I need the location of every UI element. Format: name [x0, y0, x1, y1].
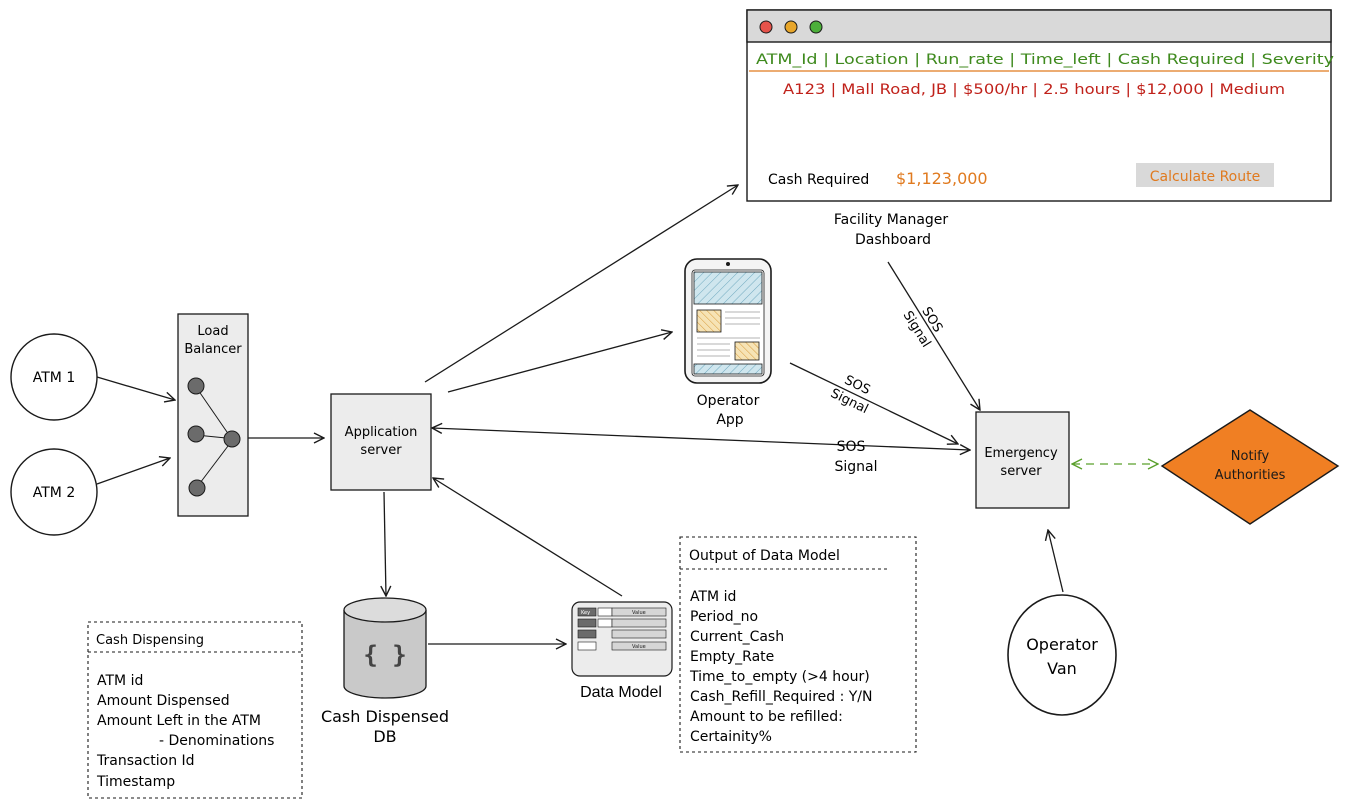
application-server-node: Application server	[330, 393, 432, 491]
data-model-node: Key Value Value Data Model	[571, 601, 673, 701]
cash-dispensing-field: - Denominations	[159, 733, 274, 749]
sos-label-dashboard: SOS Signal	[900, 305, 946, 351]
notify-authorities-node: Notify Authorities	[1160, 409, 1340, 525]
load-balancer-label-line1: Load	[197, 324, 228, 339]
calculate-route-button[interactable]: Calculate Route	[1136, 163, 1274, 187]
arrow-app-to-operator-app	[447, 332, 672, 393]
connectors	[96, 185, 1158, 644]
data-model-output-schema: Output of Data Model ATM id Period_no Cu…	[679, 536, 917, 753]
data-model-output-field: Cash_Refill_Required : Y/N	[690, 689, 873, 705]
data-model-output-title: Output of Data Model	[689, 548, 840, 564]
kv-key-label: Key	[581, 610, 590, 616]
cash-dispensing-field: Timestamp	[96, 774, 175, 790]
db-braces-glyph: { }	[363, 641, 406, 669]
arrow-app-to-dashboard	[424, 185, 738, 383]
data-model-output-field: Current_Cash	[690, 629, 784, 645]
cash-dispensing-field: Amount Left in the ATM	[97, 713, 261, 729]
atm-1-label: ATM 1	[33, 370, 75, 386]
operator-app-node: Operator App	[684, 258, 772, 428]
emergency-server-line1: Emergency	[984, 446, 1058, 461]
arrow-atm1-to-lb	[96, 376, 175, 400]
data-model-label: Data Model	[580, 684, 662, 701]
emergency-server-node: Emergency server	[975, 411, 1070, 509]
sos-label-app-server: SOS Signal	[834, 439, 877, 475]
cash-required-value: $1,123,000	[896, 169, 988, 188]
database-icon	[343, 610, 427, 699]
notify-line2: Authorities	[1215, 468, 1286, 483]
operator-van-line1: Operator	[1026, 635, 1098, 654]
atm-2-node: ATM 2	[10, 448, 98, 536]
cash-dispensing-field: ATM id	[97, 673, 143, 689]
operator-app-line2: App	[716, 412, 743, 428]
data-model-output-field: Certainity%	[690, 729, 772, 745]
db-label-line1: Cash Dispensed	[321, 707, 449, 726]
operator-van-line2: Van	[1047, 659, 1077, 678]
application-server-line2: server	[360, 443, 402, 458]
calculate-route-label[interactable]: Calculate Route	[1150, 169, 1260, 185]
dashboard-table-header: ATM_Id | Location | Run_rate | Time_left…	[756, 52, 1334, 68]
window-maximize-dot[interactable]	[809, 20, 823, 34]
operator-app-line1: Operator	[697, 393, 760, 409]
cash-required-label: Cash Required	[768, 172, 869, 188]
load-balancer-label-line2: Balancer	[184, 342, 242, 357]
sos-app-line1: SOS	[837, 439, 866, 455]
load-balancer-node: Load Balancer	[177, 313, 249, 517]
arrow-app-emergency-bidirectional	[432, 428, 970, 450]
dashboard-table-row: A123 | Mall Road, JB | $500/hr | 2.5 hou…	[783, 82, 1285, 98]
facility-manager-dashboard: ATM_Id | Location | Run_rate | Time_left…	[746, 9, 1334, 248]
window-close-dot[interactable]	[759, 20, 773, 34]
arrow-dashboard-to-emergency	[887, 261, 980, 410]
data-model-output-field: Empty_Rate	[690, 649, 774, 665]
load-balancer-graph-icon	[187, 377, 241, 497]
data-model-output-field: Period_no	[690, 609, 758, 625]
atm-2-label: ATM 2	[33, 485, 75, 501]
cash-dispensing-field: Amount Dispensed	[97, 693, 230, 709]
data-model-output-field: Amount to be refilled:	[690, 709, 843, 725]
arrow-app-to-db	[384, 491, 386, 596]
dashboard-title-bar	[746, 9, 1332, 43]
arrow-van-to-emergency	[1048, 530, 1064, 593]
cash-dispensing-field: Transaction Id	[96, 753, 195, 769]
cash-dispensing-title: Cash Dispensing	[96, 633, 204, 648]
arrow-operator-app-to-emergency	[789, 362, 958, 444]
key-value-icon: Key Value Value	[577, 607, 667, 651]
data-model-output-field: Time_to_empty (>4 hour)	[689, 669, 870, 685]
kv-value-label-1: Value	[632, 610, 646, 616]
arrow-atm2-to-lb	[96, 458, 170, 485]
sos-app-line2: Signal	[834, 459, 877, 475]
operator-van-node: Operator Van	[1007, 594, 1117, 716]
application-server-line1: Application	[345, 425, 418, 440]
data-model-output-field: ATM id	[690, 589, 736, 605]
cash-dispensed-db-node: { } Cash Dispensed DB	[321, 597, 449, 746]
dashboard-caption-line2: Dashboard	[855, 232, 931, 248]
db-label-line2: DB	[373, 727, 396, 746]
emergency-server-line2: server	[1000, 464, 1042, 479]
window-minimize-dot[interactable]	[784, 20, 798, 34]
atm-1-node: ATM 1	[10, 333, 98, 421]
cash-dispensing-schema: Cash Dispensing ATM id Amount Dispensed …	[87, 621, 303, 799]
dashboard-caption-line1: Facility Manager	[834, 212, 949, 228]
notify-line1: Notify	[1231, 449, 1270, 464]
arrow-data-model-to-app	[433, 478, 623, 597]
kv-value-label-2: Value	[632, 644, 646, 650]
